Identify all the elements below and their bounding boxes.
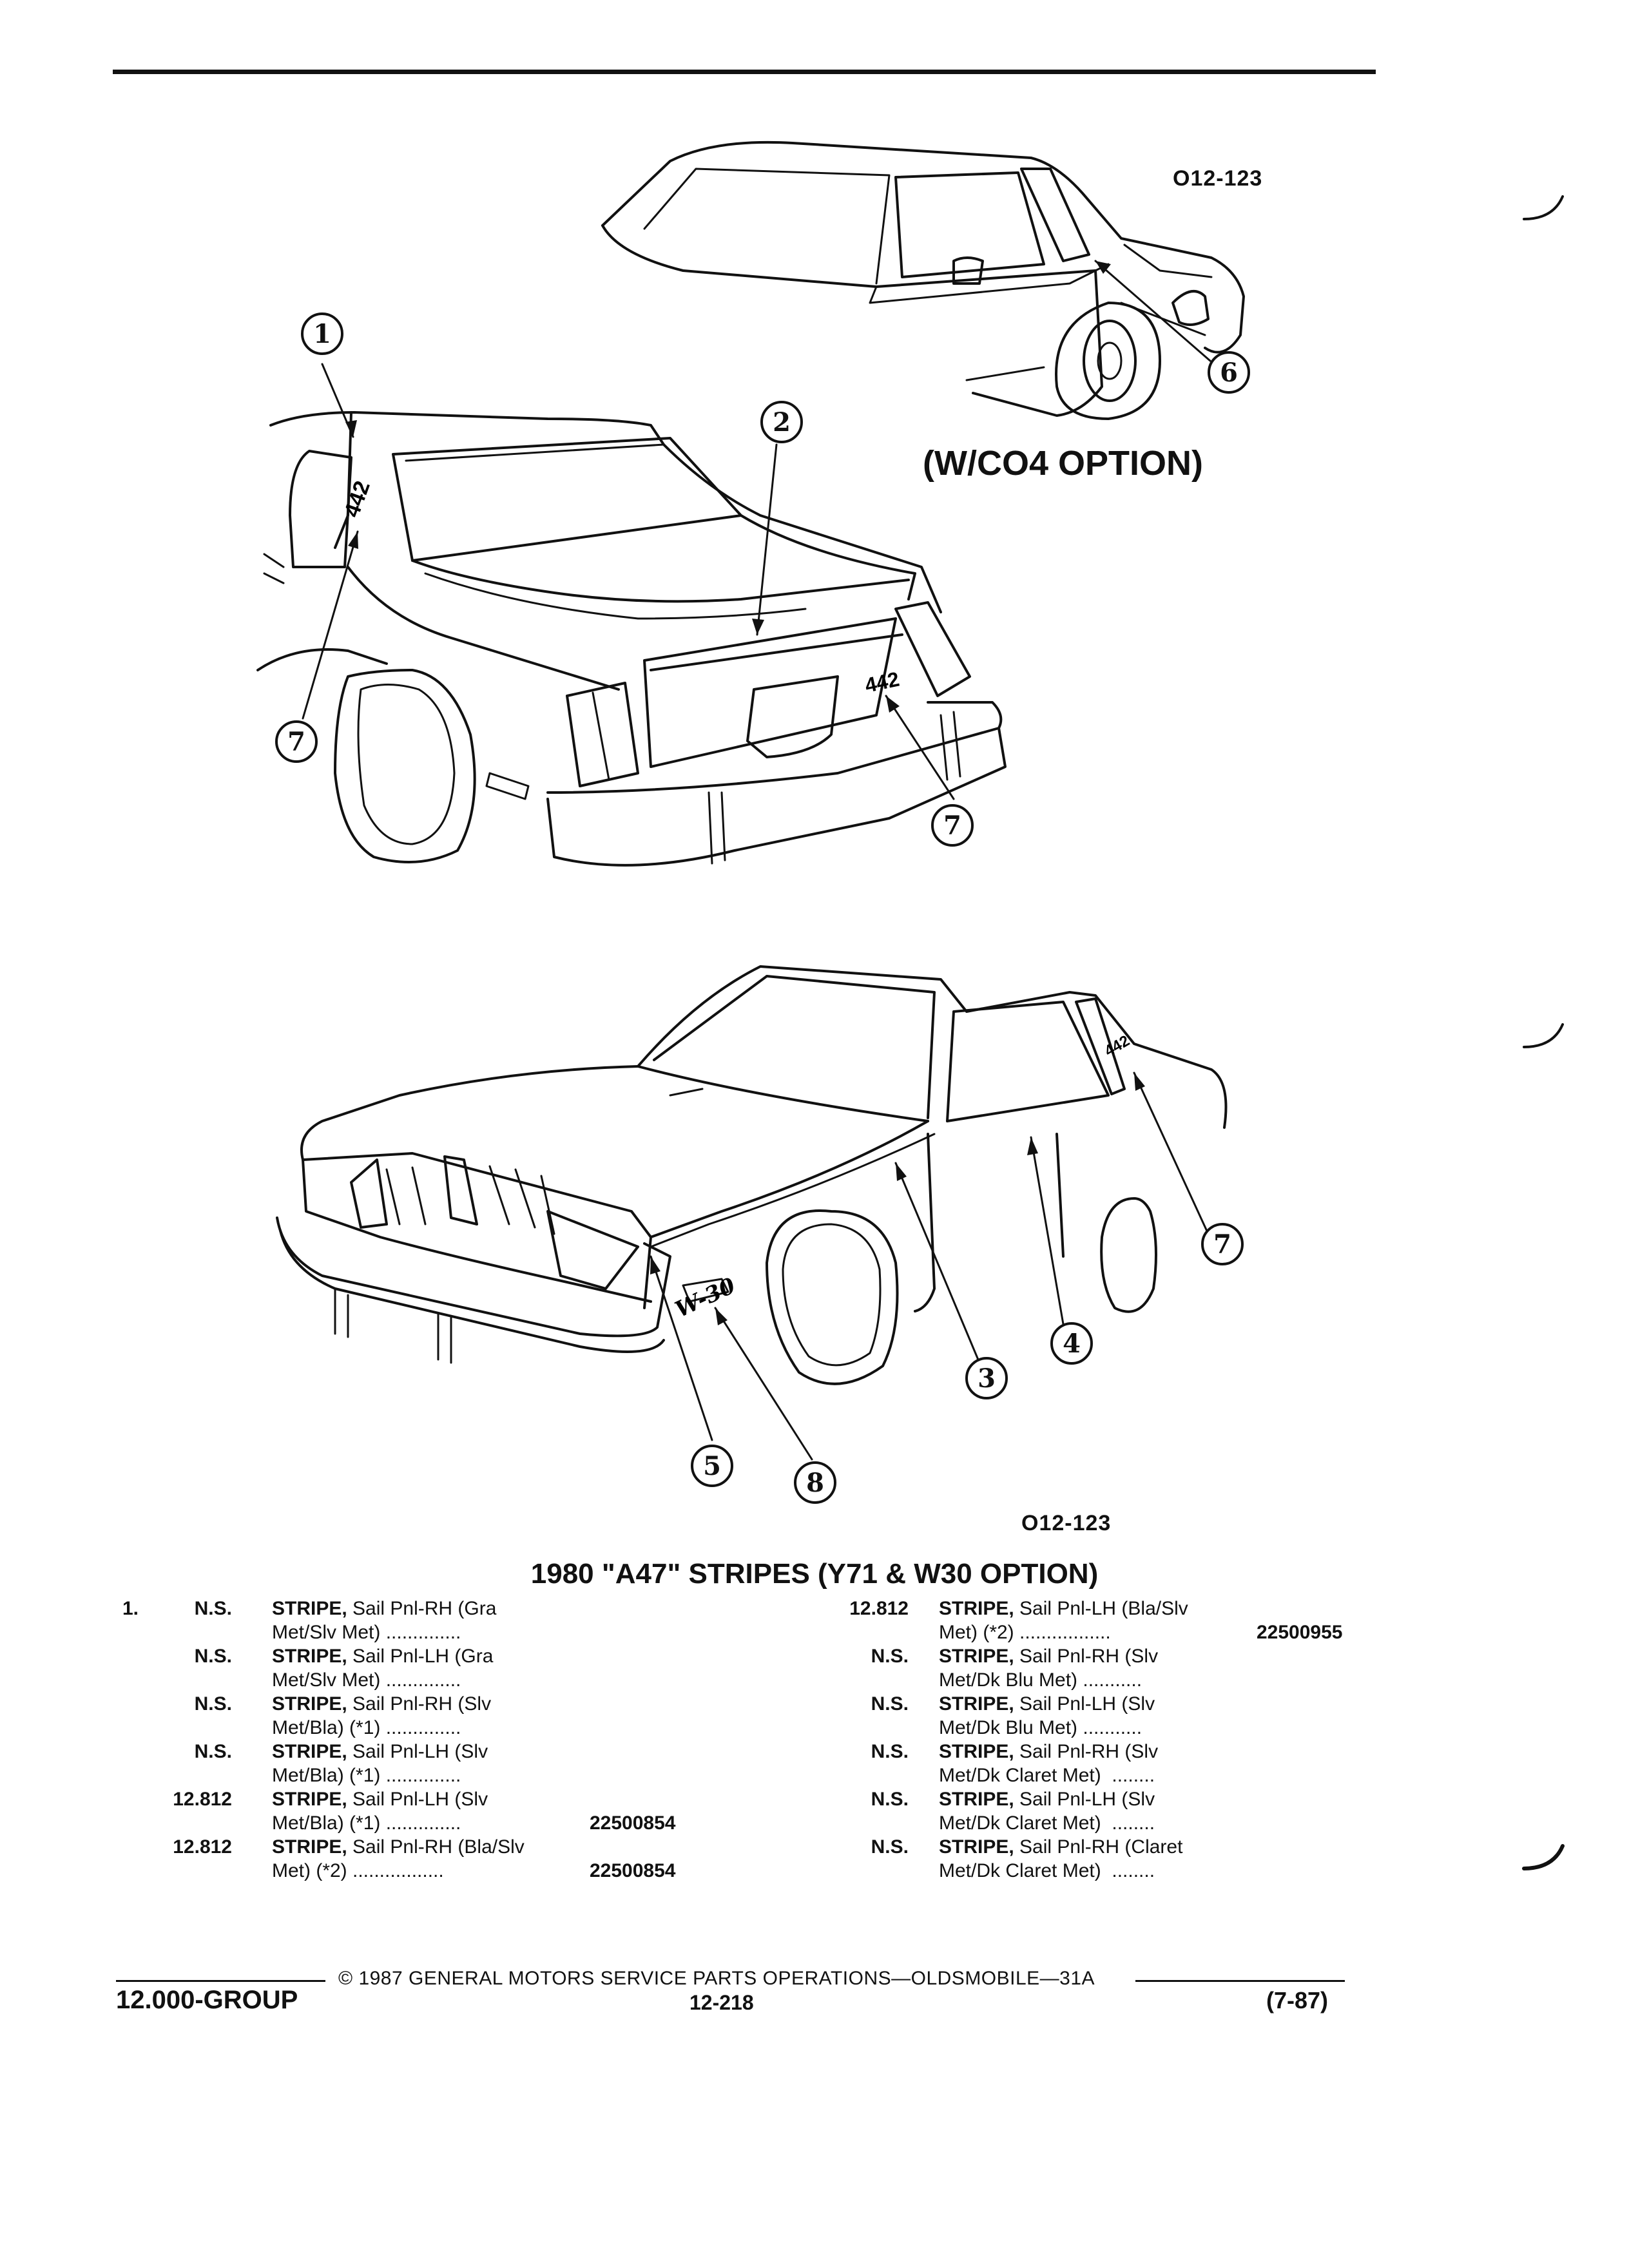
footer-date: (7-87): [1266, 1987, 1329, 2013]
part-desc-line2: Met) (*2) .................: [939, 1622, 1111, 1643]
coupe-side-view-drawing: [601, 140, 1245, 420]
part-desc-line1: Sail Pnl-LH (Bla/Slv: [1014, 1598, 1188, 1619]
part-description: STRIPE, Sail Pnl-LH (Slv: [272, 1740, 488, 1763]
part-keyword: STRIPE,: [272, 1836, 347, 1858]
catalog-number: N.S.: [194, 1693, 232, 1715]
figure-code-top: O12-123: [1173, 166, 1263, 191]
part-keyword: STRIPE,: [939, 1789, 1014, 1810]
part-description: STRIPE, Sail Pnl-LH (Slv: [939, 1692, 1155, 1716]
callout-5: 5: [691, 1445, 733, 1487]
catalog-number: 12.812: [849, 1598, 909, 1619]
part-desc-line2: Met) (*2) .................: [272, 1860, 444, 1881]
part-desc-line2: Met/Bla) (*1) ..............: [272, 1717, 461, 1738]
part-desc-line1: Sail Pnl-RH (Slv: [1014, 1646, 1159, 1667]
part-number: 22500854: [590, 1860, 676, 1881]
coupe-front-view-drawing: W-30 442: [276, 965, 1228, 1385]
part-desc-line2: Met/Dk Claret Met) ........: [939, 1812, 1155, 1834]
page-hook-mark: [1522, 1844, 1565, 1870]
part-desc-line1: Sail Pnl-RH (Gra: [347, 1598, 497, 1619]
callout-7: 7: [275, 720, 318, 763]
part-desc-line1: Sail Pnl-LH (Slv: [1014, 1789, 1155, 1810]
part-description: STRIPE, Sail Pnl-LH (Slv: [272, 1787, 488, 1811]
callout-6: 6: [1208, 351, 1250, 394]
callout-2: 2: [760, 401, 803, 443]
footer-rule-left: [116, 1980, 325, 1982]
footer-copyright: © 1987 GENERAL MOTORS SERVICE PARTS OPER…: [338, 1968, 1095, 1989]
catalog-number: N.S.: [194, 1741, 232, 1762]
callout-8: 8: [794, 1461, 836, 1504]
svg-text:442: 442: [863, 668, 901, 697]
part-desc-line2: Met/Slv Met) ..............: [272, 1622, 461, 1643]
part-desc-line2: Met/Bla) (*1) ..............: [272, 1765, 461, 1786]
part-keyword: STRIPE,: [272, 1693, 347, 1715]
part-desc-line2: Met/Dk Blu Met) ...........: [939, 1717, 1142, 1738]
option-label: (W/CO4 OPTION): [923, 444, 1203, 483]
part-desc-line1: Sail Pnl-RH (Bla/Slv: [347, 1836, 525, 1858]
part-keyword: STRIPE,: [939, 1741, 1014, 1762]
part-number: 22500955: [1257, 1622, 1343, 1643]
catalog-number: N.S.: [871, 1836, 909, 1858]
part-desc-line1: Sail Pnl-LH (Slv: [347, 1789, 488, 1810]
callout-4: 4: [1050, 1322, 1093, 1365]
part-keyword: STRIPE,: [939, 1836, 1014, 1858]
part-desc-line2: Met/Slv Met) ..............: [272, 1669, 461, 1691]
part-desc-line1: Sail Pnl-RH (Slv: [347, 1693, 492, 1715]
car-illustrations: 442 442: [256, 140, 1564, 1461]
catalog-number: N.S.: [194, 1646, 232, 1667]
part-desc-line1: Sail Pnl-LH (Slv: [1014, 1693, 1155, 1715]
part-keyword: STRIPE,: [272, 1741, 347, 1762]
part-description: STRIPE, Sail Pnl-RH (Gra: [272, 1597, 496, 1620]
part-description: STRIPE, Sail Pnl-RH (Slv: [272, 1692, 491, 1716]
part-description: STRIPE, Sail Pnl-LH (Bla/Slv: [939, 1597, 1188, 1620]
catalog-number: N.S.: [871, 1741, 909, 1762]
coupe-rear-view-drawing: 442 442: [256, 411, 1007, 867]
part-keyword: STRIPE,: [272, 1789, 347, 1810]
catalog-number: N.S.: [194, 1598, 232, 1619]
part-desc-line1: Sail Pnl-LH (Gra: [347, 1646, 494, 1667]
footer-rule-right: [1135, 1980, 1345, 1982]
callout-7: 7: [931, 804, 974, 847]
part-keyword: STRIPE,: [272, 1598, 347, 1619]
callout-7: 7: [1201, 1223, 1244, 1265]
callout-1: 1: [301, 312, 343, 355]
part-description: STRIPE, Sail Pnl-LH (Gra: [272, 1644, 493, 1668]
catalog-number: 12.812: [173, 1836, 232, 1858]
part-desc-line2: Met/Dk Claret Met) ........: [939, 1765, 1155, 1786]
catalog-number: N.S.: [871, 1693, 909, 1715]
part-desc-line1: Sail Pnl-LH (Slv: [347, 1741, 488, 1762]
part-keyword: STRIPE,: [939, 1693, 1014, 1715]
part-description: STRIPE, Sail Pnl-RH (Bla/Slv: [272, 1835, 525, 1859]
part-keyword: STRIPE,: [939, 1646, 1014, 1667]
part-desc-line1: Sail Pnl-RH (Claret: [1014, 1836, 1183, 1858]
part-desc-line2: Met/Dk Claret Met) ........: [939, 1860, 1155, 1881]
part-description: STRIPE, Sail Pnl-RH (Claret: [939, 1835, 1182, 1859]
callout-3: 3: [965, 1357, 1008, 1399]
svg-text:W-30: W-30: [671, 1273, 740, 1323]
section-title: 1980 "A47" STRIPES (Y71 & W30 OPTION): [530, 1558, 1099, 1590]
top-rule: [113, 70, 1376, 74]
part-description: STRIPE, Sail Pnl-RH (Slv: [939, 1644, 1158, 1668]
item-number: 1.: [122, 1598, 139, 1619]
catalog-number: 12.812: [173, 1789, 232, 1810]
part-description: STRIPE, Sail Pnl-LH (Slv: [939, 1787, 1155, 1811]
catalog-number: N.S.: [871, 1789, 909, 1810]
footer-group: 12.000-GROUP: [116, 1986, 298, 2014]
footer-page-number: 12-218: [689, 1991, 754, 2014]
part-keyword: STRIPE,: [272, 1646, 347, 1667]
part-number: 22500854: [590, 1812, 676, 1834]
figure-code-bottom: O12-123: [1021, 1511, 1112, 1535]
svg-text:442: 442: [340, 477, 375, 520]
part-desc-line2: Met/Bla) (*1) ..............: [272, 1812, 461, 1834]
part-description: STRIPE, Sail Pnl-RH (Slv: [939, 1740, 1158, 1763]
part-desc-line2: Met/Dk Blu Met) ...........: [939, 1669, 1142, 1691]
part-keyword: STRIPE,: [939, 1598, 1014, 1619]
part-desc-line1: Sail Pnl-RH (Slv: [1014, 1741, 1159, 1762]
catalog-number: N.S.: [871, 1646, 909, 1667]
